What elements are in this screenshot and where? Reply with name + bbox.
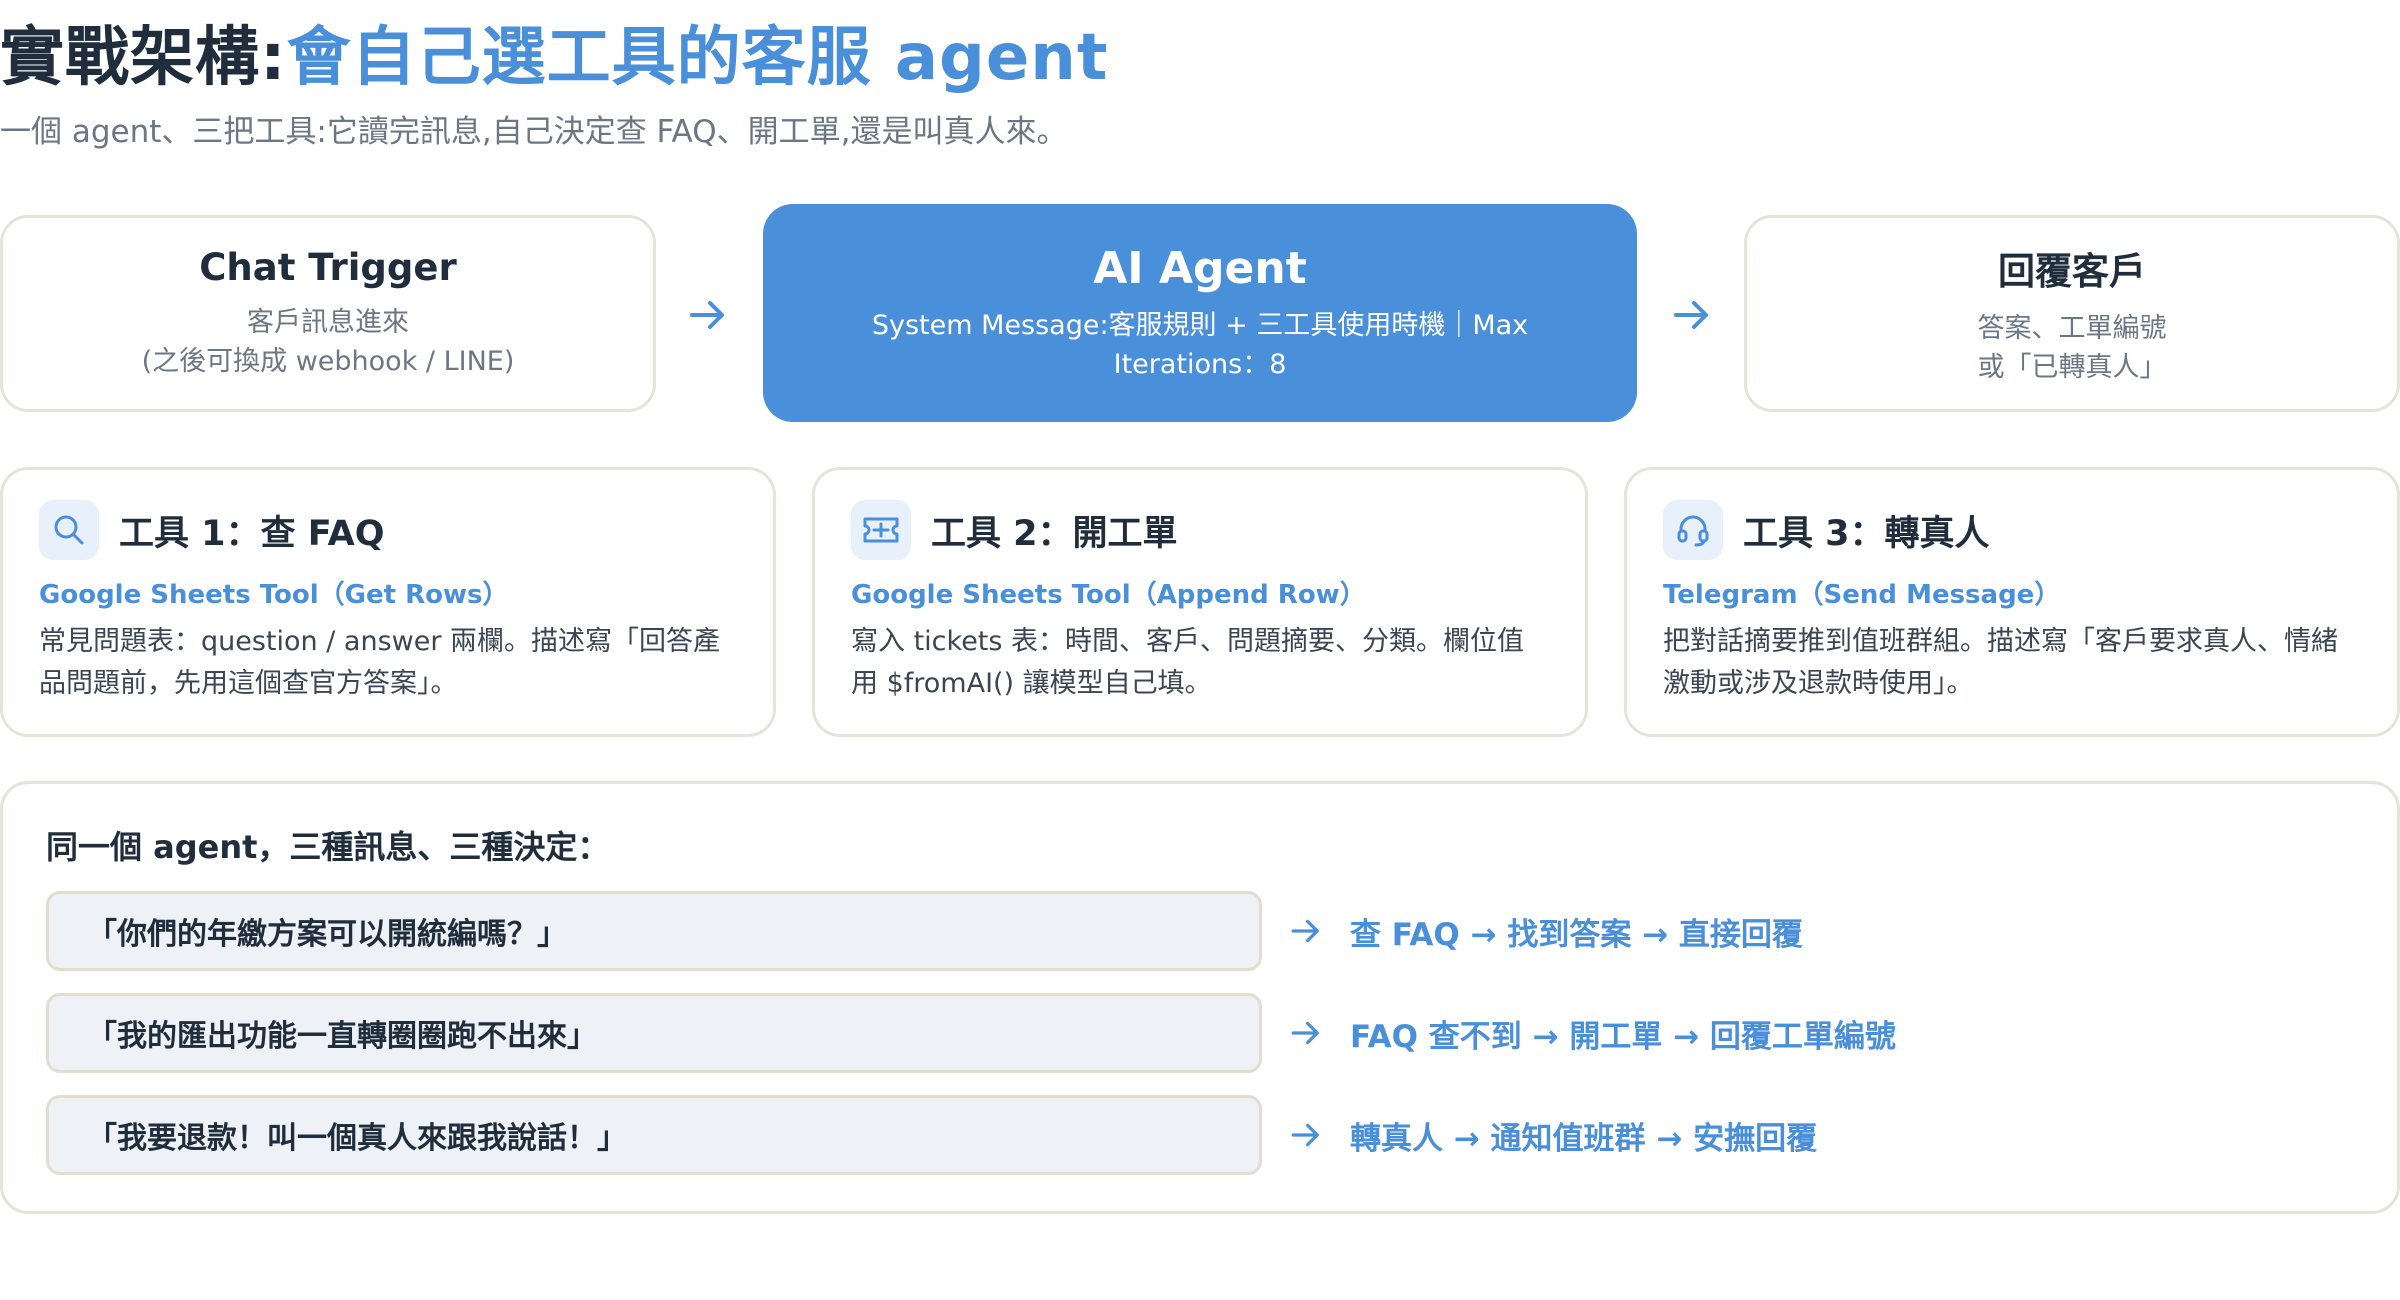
headset-icon xyxy=(1663,500,1723,560)
arrow-right-icon xyxy=(1291,1021,1319,1045)
tool-card-faq: 工具 1：查 FAQ Google Sheets Tool（Get Rows） … xyxy=(0,467,776,737)
title-prefix: 實戰架構: xyxy=(0,21,287,95)
arrow-right-icon xyxy=(690,301,724,329)
tool-card-ticket: 工具 2：開工單 Google Sheets Tool（Append Row） … xyxy=(812,467,1588,737)
reply-customer-node: 回覆客戶 答案、工單編號 或「已轉真人」 xyxy=(1744,215,2400,412)
reply-line2: 或「已轉真人」 xyxy=(1977,351,2167,383)
title-accent: 會自己選工具的客服 agent xyxy=(286,21,1109,95)
scenario-message: 「你們的年繳方案可以開統編嗎？」 xyxy=(46,891,1262,971)
scenarios-heading: 同一個 agent，三種訊息、三種決定： xyxy=(46,828,610,866)
arrow-right-icon xyxy=(1674,301,1708,329)
ai-agent-desc: System Message:客服規則 + 三工具使用時機｜Max Iterat… xyxy=(871,309,1529,380)
tool-name: 工具 2：開工單 xyxy=(931,513,1178,554)
scenario-result: FAQ 查不到 → 開工單 → 回覆工單編號 xyxy=(1290,993,1896,1073)
scenario-message: 「我要退款！叫一個真人來跟我說話！」 xyxy=(46,1095,1262,1175)
tool-type: Google Sheets Tool（Append Row） xyxy=(851,580,1366,610)
scenario-result-text: 轉真人 → 通知值班群 → 安撫回覆 xyxy=(1350,1120,1818,1157)
page-title: 實戰架構:會自己選工具的客服 agent xyxy=(0,6,1108,98)
tool-name: 工具 3：轉真人 xyxy=(1743,513,1990,554)
chat-trigger-title: Chat Trigger xyxy=(199,246,457,289)
ai-agent-title: AI Agent xyxy=(1093,242,1307,294)
tool-type: Google Sheets Tool（Get Rows） xyxy=(39,580,509,610)
chat-trigger-line2: (之後可換成 webhook / LINE) xyxy=(141,346,515,377)
tool-card-human: 工具 3：轉真人 Telegram（Send Message） 把對話摘要推到值… xyxy=(1624,467,2400,737)
arrow-right-icon xyxy=(1291,1123,1319,1147)
ai-agent-node: AI Agent System Message:客服規則 + 三工具使用時機｜M… xyxy=(763,204,1637,422)
scenario-result-text: FAQ 查不到 → 開工單 → 回覆工單編號 xyxy=(1350,1018,1896,1055)
page-subtitle: 一個 agent、三把工具:它讀完訊息,自己決定查 FAQ、開工單,還是叫真人來… xyxy=(0,114,1068,150)
tool-name: 工具 1：查 FAQ xyxy=(119,513,385,554)
chat-trigger-line1: 客戶訊息進來 xyxy=(247,307,409,338)
tool-description: 把對話摘要推到值班群組。描述寫「客戶要求真人、情緒激動或涉及退款時使用」。 xyxy=(1663,626,2338,699)
tool-description: 常見問題表：question / answer 兩欄。描述寫「回答產品問題前，先… xyxy=(39,626,721,699)
chat-trigger-node: Chat Trigger 客戶訊息進來 (之後可換成 webhook / LIN… xyxy=(0,215,656,412)
scenario-message: 「我的匯出功能一直轉圈圈跑不出來」 xyxy=(46,993,1262,1073)
arrow-right-icon xyxy=(1291,919,1319,943)
ticket-icon xyxy=(851,500,911,560)
scenario-result: 查 FAQ → 找到答案 → 直接回覆 xyxy=(1290,891,1803,971)
reply-line1: 答案、工單編號 xyxy=(1977,312,2167,344)
scenario-result: 轉真人 → 通知值班群 → 安撫回覆 xyxy=(1290,1095,1817,1175)
scenario-result-text: 查 FAQ → 找到答案 → 直接回覆 xyxy=(1350,916,1803,953)
search-icon xyxy=(39,500,99,560)
reply-title: 回覆客戶 xyxy=(1998,249,2146,293)
tool-description: 寫入 tickets 表：時間、客戶、問題摘要、分類。欄位值用 $fromAI(… xyxy=(851,626,1525,699)
tool-type: Telegram（Send Message） xyxy=(1663,580,2061,610)
